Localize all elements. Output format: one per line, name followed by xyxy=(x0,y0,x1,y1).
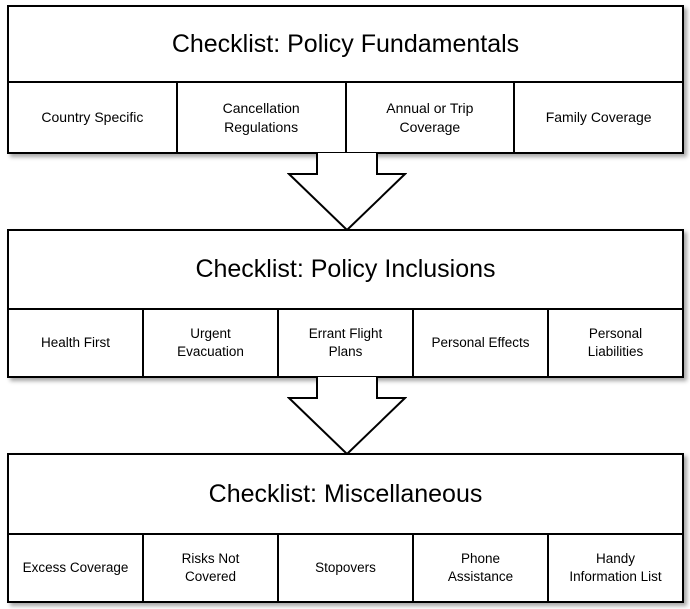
policy-inclusions-panel: Checklist: Policy Inclusions Health Firs… xyxy=(7,229,684,378)
checklist-items-row: Country Specific Cancellation Regulation… xyxy=(9,83,682,152)
checklist-item-health-first: Health First xyxy=(9,310,144,376)
policy-fundamentals-panel: Checklist: Policy Fundamentals Country S… xyxy=(7,5,684,154)
checklist-item-annual-or-trip-coverage: Annual or Trip Coverage xyxy=(347,83,516,152)
section-title: Checklist: Miscellaneous xyxy=(9,455,682,535)
miscellaneous-panel: Checklist: Miscellaneous Excess Coverage… xyxy=(7,453,684,603)
checklist-item-country-specific: Country Specific xyxy=(9,83,178,152)
checklist-item-family-coverage: Family Coverage xyxy=(545,109,652,126)
section-title: Checklist: Policy Inclusions xyxy=(9,231,682,310)
down-arrow-icon xyxy=(287,152,407,232)
checklist-item-handy-information-list: Handy Information List xyxy=(569,551,662,584)
checklist-item-errant-flight-plans: Errant Flight Plans xyxy=(279,310,414,376)
section-title: Checklist: Policy Fundamentals xyxy=(9,7,682,83)
checklist-item-excess-coverage: Excess Coverage xyxy=(9,535,144,601)
checklist-item-personal-effects: Personal Effects xyxy=(414,310,549,376)
checklist-item-phone-assistance: Phone Assistance xyxy=(414,535,549,601)
checklist-items-row: Health First Urgent Evacuation Errant Fl… xyxy=(9,310,682,376)
checklist-item-cancellation-regulations: Cancellation Regulations xyxy=(178,83,347,152)
checklist-items-row: Excess Coverage Risks Not Covered Stopov… xyxy=(9,535,682,601)
checklist-item-urgent-evacuation: Urgent Evacuation xyxy=(144,310,279,376)
checklist-item-personal-liabilities: Personal Liabilities xyxy=(587,326,644,359)
checklist-item-risks-not-covered: Risks Not Covered xyxy=(144,535,279,601)
checklist-item-stopovers: Stopovers xyxy=(279,535,414,601)
down-arrow-icon xyxy=(287,376,407,456)
